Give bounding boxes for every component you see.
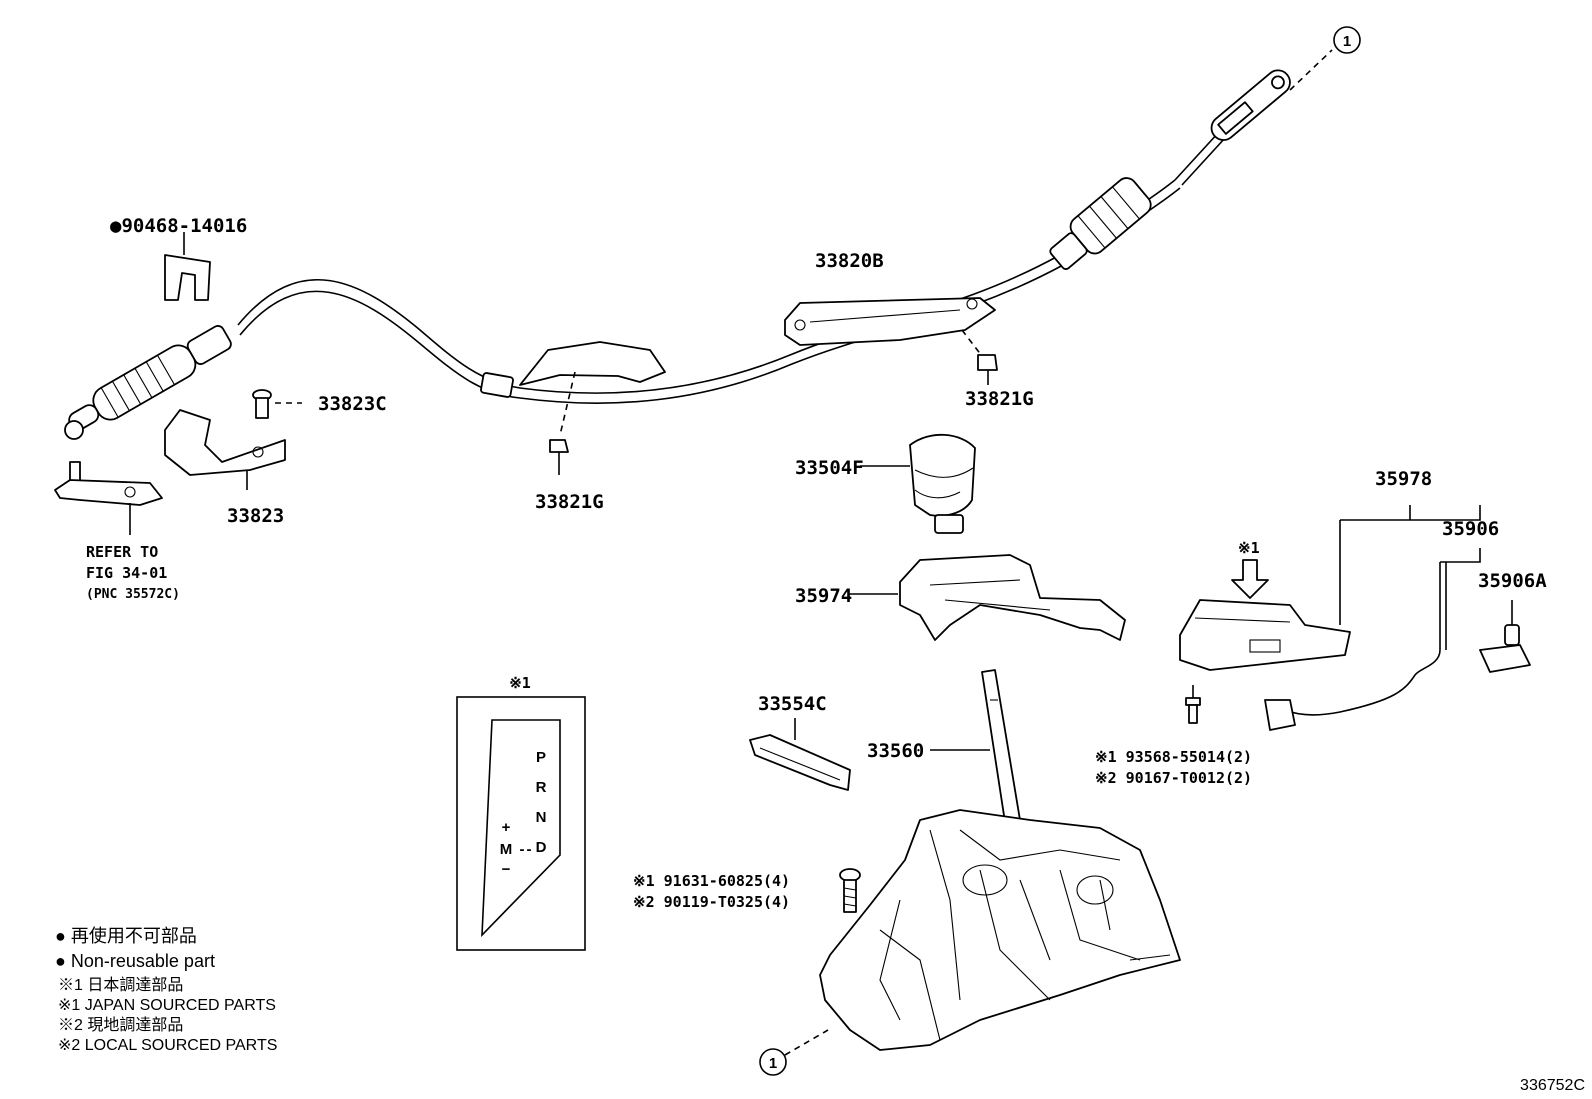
label-33823: 33823 — [227, 505, 284, 527]
label-screw-line1: ※1 93568-55014(2) — [1095, 748, 1252, 766]
ref-circle-top-label: 1 — [1343, 33, 1351, 50]
gear-n: N — [536, 809, 547, 826]
legend-line-1: ● 再使用不可部品 — [55, 926, 197, 946]
label-33560: 33560 — [867, 740, 924, 762]
control-cable-33820B — [64, 69, 1291, 440]
wire-harness-35906 — [1264, 548, 1531, 731]
figure-id: 336752C — [1520, 1077, 1585, 1094]
label-bolt-line1: ※1 91631-60825(4) — [633, 872, 790, 890]
screw-93568 — [1185, 685, 1201, 724]
gear-dash-1: - — [520, 841, 525, 858]
nut-33821G-lower — [549, 371, 576, 475]
gear-p: P — [536, 749, 546, 766]
label-screw-line2: ※2 90167-T0012(2) — [1095, 769, 1252, 787]
shift-knob-33504F — [860, 433, 976, 534]
legend-line-2: ● Non-reusable part — [55, 951, 215, 971]
refer-line-1: REFER TO — [86, 543, 158, 561]
label-35906: 35906 — [1442, 518, 1499, 540]
legend-line-5: ※2 現地調達部品 — [58, 1016, 183, 1034]
label-35974: 35974 — [795, 585, 852, 607]
clip-90468-14016 — [164, 232, 211, 301]
switch-assy-35978 — [1179, 505, 1481, 671]
ref-circle-top: 1 — [1289, 26, 1361, 91]
label-note-star1: ※1 — [1238, 539, 1260, 557]
label-35906A: 35906A — [1478, 570, 1547, 592]
legend-line-3: ※1 日本調達部品 — [58, 976, 183, 994]
label-90468-14016: ●90468-14016 — [110, 215, 247, 237]
gear-r: R — [536, 779, 547, 796]
label-33823C: 33823C — [318, 393, 387, 415]
ref-circle-bottom: 1 — [759, 1029, 829, 1076]
indicator-arrow — [1231, 559, 1269, 599]
cover-33554C — [749, 718, 851, 791]
bolt-33823C — [252, 389, 302, 419]
label-33821G-lower: 33821G — [535, 491, 604, 513]
refer-line-3: (PNC 35572C) — [86, 587, 180, 602]
indicator-panel: ※1 P R N D + M − - - — [456, 674, 586, 951]
legend: ● 再使用不可部品 ● Non-reusable part ※1 日本調達部品 … — [55, 926, 277, 1054]
legend-line-6: ※2 LOCAL SOURCED PARTS — [58, 1037, 277, 1054]
bezel-35974 — [848, 554, 1126, 641]
indicator-panel-header: ※1 — [509, 674, 531, 692]
gear-d: D — [536, 839, 547, 856]
gear-plus: + — [502, 819, 511, 836]
label-35978: 35978 — [1375, 468, 1432, 490]
label-bolt-line2: ※2 90119-T0325(4) — [633, 893, 790, 911]
gear-dash-2: - — [527, 841, 532, 858]
gear-minus: − — [502, 861, 511, 878]
legend-line-4: ※1 JAPAN SOURCED PARTS — [58, 997, 276, 1014]
lever-pin-refer — [54, 461, 163, 535]
bracket-33823 — [164, 409, 286, 490]
refer-line-2: FIG 34-01 — [86, 564, 167, 582]
ref-circle-bottom-label: 1 — [769, 1055, 777, 1072]
label-33820B: 33820B — [815, 250, 884, 272]
gear-m: M — [500, 841, 513, 858]
shift-lever-33560 — [819, 669, 1181, 1051]
label-33821G-upper: 33821G — [965, 388, 1034, 410]
bolt-91631 — [839, 868, 861, 913]
nut-33821G-upper — [961, 329, 998, 385]
label-33554C: 33554C — [758, 693, 827, 715]
label-33504F: 33504F — [795, 457, 864, 479]
